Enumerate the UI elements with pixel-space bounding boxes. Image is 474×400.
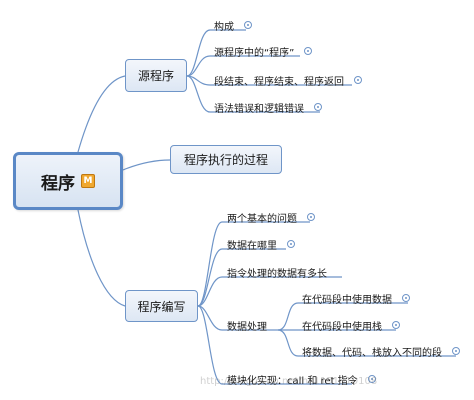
leaf-label: 在代码段中使用栈 xyxy=(302,321,382,333)
link-root-writing xyxy=(77,209,126,307)
expand-icon[interactable] xyxy=(392,321,400,329)
expand-icon[interactable] xyxy=(287,240,295,248)
link-sub-3 xyxy=(277,329,456,357)
leaf-label: 将数据、代码、栈放入不同的段 xyxy=(302,347,442,359)
leaf-program-in-source[interactable]: 源程序中的“程序” xyxy=(214,42,313,60)
leaf-label: 数据处理 xyxy=(227,321,267,333)
leaf-label: 段结束、程序结束、程序返回 xyxy=(214,76,344,88)
leaf-label: 构成 xyxy=(214,21,234,33)
link-root-execution xyxy=(122,159,171,171)
leaf-errors[interactable]: 语法错误和逻辑错误 xyxy=(214,98,322,116)
map-marker-icon: M xyxy=(81,174,95,188)
branch-label: 程序执行的过程 xyxy=(183,153,268,167)
leaf-label: 数据在哪里 xyxy=(227,240,277,252)
leaf-label: 语法错误和逻辑错误 xyxy=(214,103,304,115)
leaf-label: 源程序中的“程序” xyxy=(214,47,295,59)
watermark: http://blog.csdn.net/hc1151310108 xyxy=(200,376,378,387)
leaf-where-is-data[interactable]: 数据在哪里 xyxy=(227,235,295,253)
branch-source-program[interactable]: 源程序 xyxy=(125,59,187,92)
expand-icon[interactable] xyxy=(307,213,315,221)
branch-execution-process[interactable]: 程序执行的过程 xyxy=(170,145,282,174)
leaf-data-in-code-segment[interactable]: 在代码段中使用数据 xyxy=(302,289,410,307)
leaf-separate-segments[interactable]: 将数据、代码、栈放入不同的段 xyxy=(302,342,460,360)
leaf-data-processing[interactable]: 数据处理 xyxy=(227,316,267,334)
link-sub-1 xyxy=(277,302,408,331)
branch-program-writing[interactable]: 程序编写 xyxy=(125,290,198,322)
leaf-stack-in-code-segment[interactable]: 在代码段中使用栈 xyxy=(302,316,400,334)
branch-label: 源程序 xyxy=(137,69,174,83)
expand-icon[interactable] xyxy=(314,103,322,111)
expand-icon[interactable] xyxy=(367,375,376,383)
leaf-two-basic-questions[interactable]: 两个基本的问题 xyxy=(227,208,315,226)
leaf-data-length[interactable]: 指令处理的数据有多长 xyxy=(227,263,327,281)
link-writing-1 xyxy=(197,221,310,307)
link-source-3 xyxy=(186,75,352,86)
link-source-2 xyxy=(186,55,300,77)
root-label: 程序 xyxy=(41,173,75,194)
link-source-4 xyxy=(186,75,320,113)
leaf-composition[interactable]: 构成 xyxy=(214,16,252,34)
leaf-label: 两个基本的问题 xyxy=(227,213,297,225)
expand-icon[interactable] xyxy=(452,347,460,355)
branch-label: 程序编写 xyxy=(137,299,186,314)
leaf-modular-call-ret[interactable]: 模块化实现：call 和 ret 指令 xyxy=(227,370,376,388)
link-writing-5 xyxy=(197,305,352,385)
leaf-label: 指令处理的数据有多长 xyxy=(227,268,327,280)
leaf-segment-end[interactable]: 段结束、程序结束、程序返回 xyxy=(214,71,362,89)
link-source-1 xyxy=(186,29,246,77)
expand-icon[interactable] xyxy=(402,294,410,302)
leaf-label: 在代码段中使用数据 xyxy=(302,294,392,306)
root-node[interactable]: 程序 M xyxy=(13,152,123,210)
expand-icon[interactable] xyxy=(244,21,252,29)
leaf-label: 模块化实现：call 和 ret 指令 xyxy=(227,375,358,387)
link-writing-2 xyxy=(197,248,286,307)
expand-icon[interactable] xyxy=(304,47,313,55)
expand-icon[interactable] xyxy=(354,76,362,84)
link-root-source xyxy=(77,75,126,153)
link-writing-3 xyxy=(197,276,342,307)
link-writing-4 xyxy=(197,305,278,331)
